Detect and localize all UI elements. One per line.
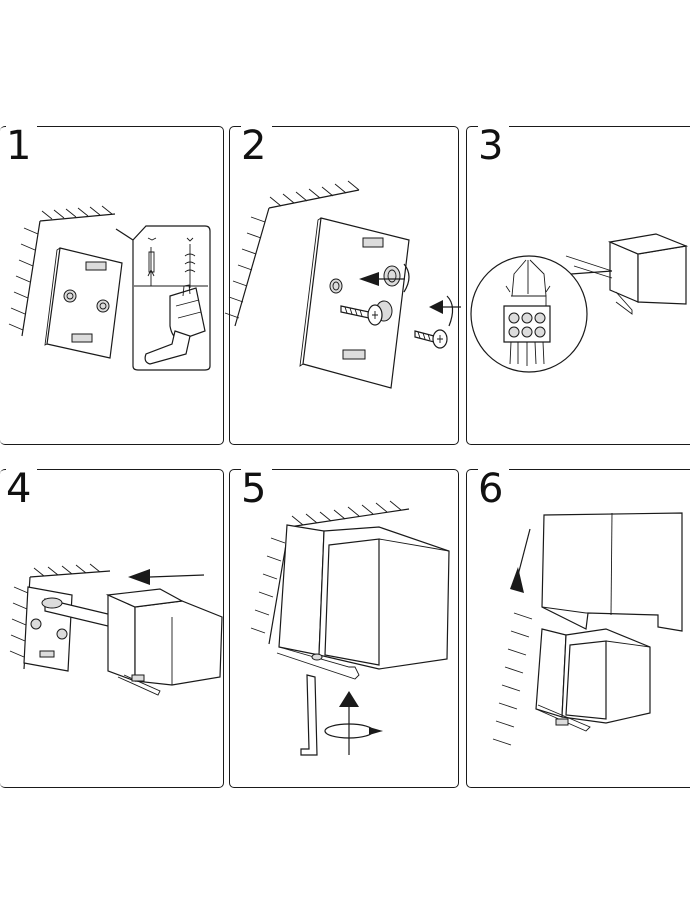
callout-pointer [116, 229, 133, 240]
screw-2 [415, 330, 447, 348]
step-1-illustration [0, 126, 225, 446]
step-number: 3 [478, 126, 510, 166]
step-number: 2 [241, 126, 273, 166]
step-2: 2 [229, 126, 461, 446]
drill-bit-icon [185, 238, 195, 288]
step-6-illustration [466, 469, 690, 789]
terminal-block-callout [471, 256, 612, 372]
insert-arrow-lower [429, 300, 443, 314]
step-number: 1 [6, 126, 38, 166]
step-4-illustration [0, 469, 225, 789]
step-5: 5 [229, 469, 461, 789]
step-2-illustration [229, 126, 461, 446]
drill-icon [145, 285, 205, 364]
step-6: 6 [466, 469, 690, 789]
plate-slot-top [86, 262, 106, 270]
light-fixture [610, 234, 686, 314]
step-number: 6 [478, 469, 510, 509]
step-1: 1 [0, 126, 225, 446]
rotate-arrow-lower [447, 296, 453, 326]
plate-hole-left [330, 279, 342, 293]
wall-hatch [251, 501, 409, 644]
mounting-plate [300, 218, 409, 388]
wall-plug-icon [148, 238, 156, 286]
plate-slot-bottom [72, 334, 92, 342]
step-3: 3 [466, 126, 690, 446]
step-number: 5 [241, 469, 273, 509]
insert-arrow-upper [359, 272, 379, 286]
plate-hole-left [64, 290, 76, 302]
light-fixture [108, 589, 222, 695]
mounting-plate [45, 248, 122, 358]
mounted-fixture [536, 629, 650, 731]
plate-hole-right [97, 300, 109, 312]
wall-hatch [9, 206, 115, 336]
installed-fixture [277, 525, 449, 679]
step-number: 4 [6, 469, 38, 509]
drill-callout [133, 226, 210, 370]
plate-slot-top [363, 238, 383, 247]
step-3-illustration [466, 126, 690, 446]
rotate-arrow-upper [404, 264, 409, 292]
wall-hatch [225, 181, 359, 326]
slide-arrow [128, 569, 150, 585]
cover-sleeve [542, 513, 682, 631]
step-4: 4 [0, 469, 225, 789]
plate-slot-bottom [343, 350, 365, 359]
step-5-illustration [229, 469, 461, 789]
wall-hatch [493, 613, 532, 745]
power-wires [566, 256, 612, 278]
hex-key-icon [301, 675, 317, 755]
lower-arrow [510, 567, 524, 593]
tighten-arrow [339, 691, 359, 707]
screw-1 [341, 305, 382, 325]
